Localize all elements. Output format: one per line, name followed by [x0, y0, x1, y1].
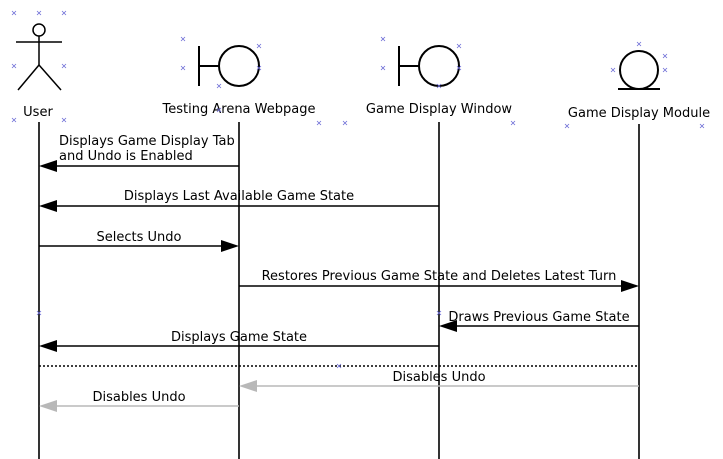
marker-cross — [456, 65, 462, 71]
participant-label-arena: Testing Arena Webpage — [162, 102, 316, 117]
message-label: Disables Undo — [392, 370, 485, 385]
message-arrow-disabled — [39, 400, 239, 412]
message-arrow — [439, 320, 639, 332]
marker-cross — [256, 43, 262, 49]
message-label: Displays Game Display Tab — [59, 134, 235, 149]
marker-cross — [256, 65, 262, 71]
boundary-icon — [398, 45, 460, 87]
marker-cross — [699, 123, 705, 129]
marker-cross — [36, 310, 42, 316]
marker-cross — [36, 10, 42, 16]
message-label: Disables Undo — [92, 390, 185, 405]
marker-cross — [11, 63, 17, 69]
marker-cross — [216, 83, 222, 89]
message-label: Displays Last Available Game State — [124, 189, 354, 204]
marker-cross — [61, 117, 67, 123]
participant-label-module: Game Display Module — [568, 106, 710, 121]
message-arrow — [39, 340, 439, 352]
marker-cross — [662, 53, 668, 59]
participant-label-user: User — [23, 105, 53, 120]
marker-cross — [636, 41, 642, 47]
message-label: Restores Previous Game State and Deletes… — [262, 269, 617, 284]
marker-cross — [510, 120, 516, 126]
message-arrow-disabled — [239, 380, 639, 392]
message-label: Selects Undo — [97, 230, 182, 245]
message-label: and Undo is Enabled — [59, 149, 193, 164]
message-arrow — [39, 240, 239, 252]
message-label: Displays Game State — [171, 330, 307, 345]
marker-cross — [216, 107, 222, 113]
marker-cross — [662, 67, 668, 73]
message-arrow — [239, 280, 639, 292]
marker-cross — [61, 63, 67, 69]
selection-markers — [11, 10, 705, 369]
marker-cross — [11, 10, 17, 16]
marker-cross — [61, 10, 67, 16]
marker-cross — [436, 310, 442, 316]
message-arrow — [39, 160, 239, 172]
actor-icon — [16, 23, 62, 91]
marker-cross — [11, 117, 17, 123]
marker-cross — [380, 36, 386, 42]
marker-cross — [316, 120, 322, 126]
marker-cross — [380, 65, 386, 71]
marker-cross — [336, 363, 342, 369]
boundary-icon — [198, 45, 260, 87]
message-label: Draws Previous Game State — [448, 310, 629, 325]
marker-cross — [180, 65, 186, 71]
entity-icon — [618, 50, 660, 90]
marker-cross — [610, 67, 616, 73]
marker-cross — [180, 36, 186, 42]
marker-cross — [456, 43, 462, 49]
message-arrow — [39, 200, 439, 212]
marker-cross — [436, 83, 442, 89]
marker-cross — [342, 120, 348, 126]
participant-label-display: Game Display Window — [366, 102, 513, 117]
marker-cross — [564, 123, 570, 129]
